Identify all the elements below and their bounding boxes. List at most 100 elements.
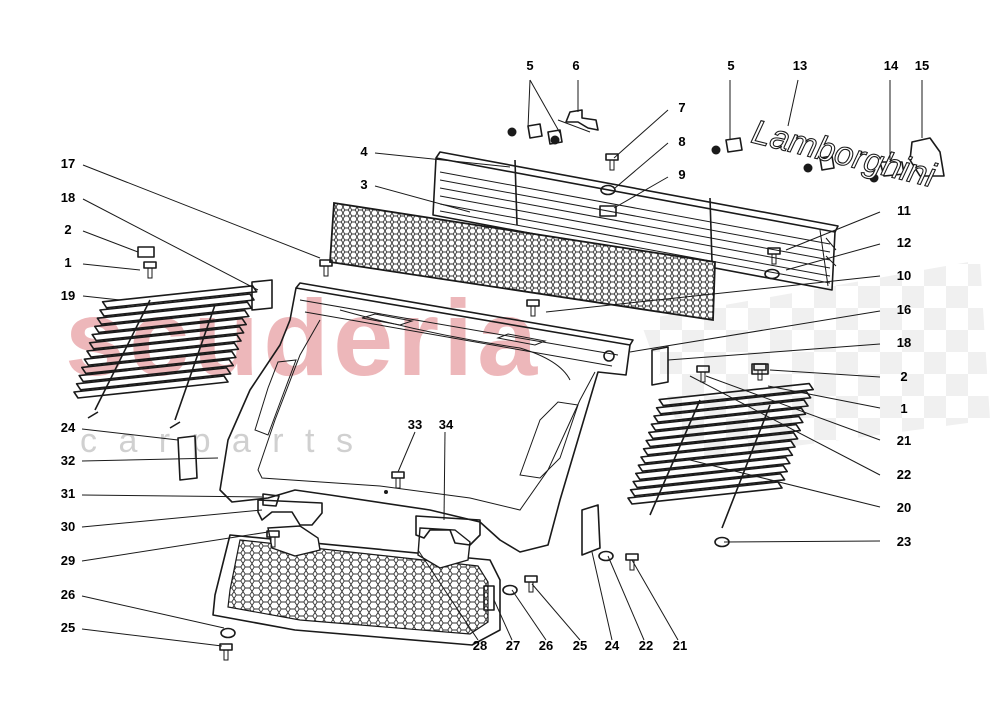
callout-c1a: 1 — [64, 255, 71, 270]
screw-shank — [528, 582, 534, 593]
push-nut — [507, 127, 517, 137]
screw-head — [266, 530, 280, 538]
louvre-slat — [658, 382, 814, 407]
leader-line — [443, 431, 446, 521]
louvre-slat — [83, 342, 240, 366]
leader-line — [397, 431, 416, 473]
leader-line — [591, 551, 613, 641]
callout-c11: 11 — [897, 203, 911, 218]
louvre-slat — [627, 481, 783, 505]
callout-c16: 16 — [897, 302, 911, 317]
callout-c5a: 5 — [526, 58, 533, 73]
leader-line — [511, 589, 547, 641]
leader-line — [81, 494, 263, 498]
nut — [751, 363, 769, 375]
leader-line — [531, 583, 581, 641]
callout-c13: 13 — [793, 58, 807, 73]
bracket-30 — [257, 499, 323, 526]
screw-head — [605, 153, 619, 161]
callout-c27: 27 — [506, 638, 520, 653]
leader-line — [527, 79, 531, 129]
callout-c14: 14 — [884, 58, 899, 73]
callout-c1b: 1 — [900, 401, 907, 416]
louvre-slat — [94, 309, 250, 334]
louvre-slat — [629, 473, 786, 497]
callout-c9: 9 — [678, 167, 685, 182]
screw-head — [391, 471, 405, 479]
callout-c28: 28 — [473, 638, 487, 653]
callout-c10: 10 — [897, 268, 911, 283]
callout-c22a: 22 — [897, 467, 911, 482]
leader-line — [82, 164, 321, 259]
screw-shank — [700, 372, 706, 383]
louvre-slat — [86, 334, 242, 358]
leader-line — [81, 509, 263, 528]
upper-grille — [432, 151, 839, 291]
screw-shank — [771, 254, 777, 265]
push-nut — [803, 163, 813, 173]
leader-line — [689, 459, 881, 508]
louvre-slat — [91, 317, 247, 342]
callout-c30: 30 — [61, 519, 75, 534]
callout-c21a: 21 — [897, 433, 911, 448]
leader-line — [493, 599, 513, 641]
left-louvre — [73, 285, 258, 429]
screw-shank — [395, 478, 401, 489]
screw-shank — [530, 306, 536, 317]
bracket-34 — [415, 515, 481, 546]
louvre-slat — [637, 448, 794, 472]
side-brackets — [177, 279, 669, 556]
washer — [502, 584, 518, 596]
louvre-slat — [88, 326, 245, 350]
washer — [220, 627, 236, 639]
louvre-slat — [78, 358, 234, 383]
leader-line — [785, 211, 881, 251]
screw-head — [526, 299, 540, 307]
leader-line — [787, 79, 799, 127]
washer — [598, 550, 614, 562]
callout-c34: 34 — [439, 417, 454, 432]
callout-c32: 32 — [61, 453, 75, 468]
mesh-panel — [329, 201, 716, 322]
leader-line — [629, 310, 881, 353]
leader-line — [545, 275, 881, 313]
leader-line — [82, 230, 139, 253]
screw-shank — [223, 650, 229, 661]
leader-line — [417, 549, 479, 641]
leader-line — [613, 109, 669, 159]
callout-c26b: 26 — [539, 638, 553, 653]
callout-c21b: 21 — [673, 638, 687, 653]
callout-c2a: 2 — [64, 222, 71, 237]
watermark-subtitle: c a r p a r t s — [80, 422, 359, 460]
callout-c29: 29 — [61, 553, 75, 568]
leader-line — [705, 375, 881, 441]
screw-head — [524, 575, 538, 583]
main-tray — [219, 282, 634, 553]
push-nut — [711, 145, 721, 155]
callout-c2b: 2 — [900, 369, 907, 384]
callout-c4: 4 — [360, 144, 368, 159]
callout-c25a: 25 — [61, 620, 75, 635]
callout-c25b: 25 — [573, 638, 587, 653]
leader-line — [374, 152, 511, 168]
louvre-slat — [640, 440, 796, 464]
nut — [137, 246, 155, 258]
callout-c12: 12 — [897, 235, 911, 250]
clips-and-emblem: Lamborghini — [527, 109, 945, 196]
leader-line — [607, 555, 645, 641]
callout-c18b: 18 — [897, 335, 911, 350]
louvre-slat — [635, 456, 791, 481]
leader-line — [769, 369, 881, 378]
callout-c22b: 22 — [639, 638, 653, 653]
callout-c26a: 26 — [61, 587, 75, 602]
screw-head — [767, 247, 781, 255]
leader-line — [81, 428, 179, 441]
screw-shank — [629, 560, 635, 571]
screw-head — [625, 553, 639, 561]
callout-c33: 33 — [408, 417, 422, 432]
callout-c19: 19 — [61, 288, 75, 303]
push-nut — [869, 173, 879, 183]
leader-line — [614, 142, 669, 189]
screw-head — [319, 259, 333, 267]
